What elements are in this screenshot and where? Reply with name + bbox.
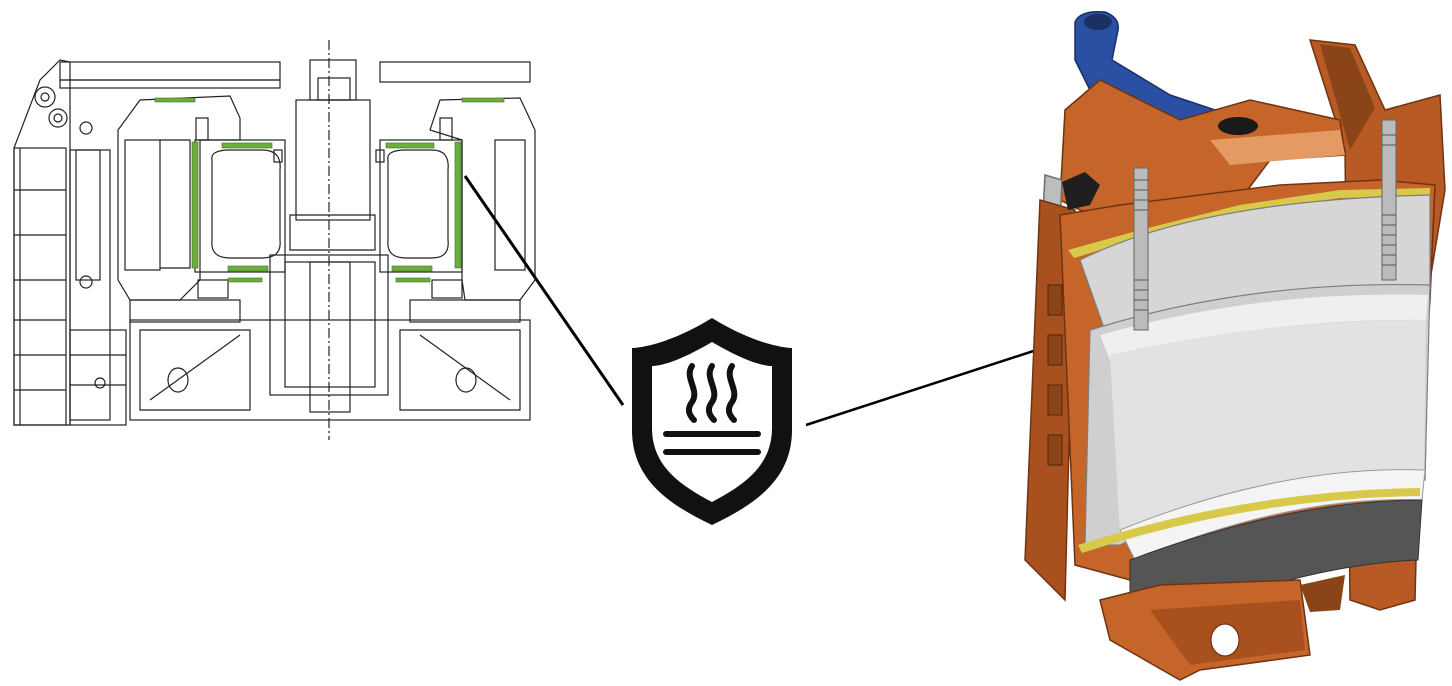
leader-line-left — [463, 175, 625, 406]
cross-section-drawing — [13, 40, 536, 440]
cutaway-render — [1024, 10, 1446, 681]
heat-shield-icon — [632, 318, 792, 525]
insulation-highlights — [154, 97, 505, 283]
leader-line-right — [805, 341, 1059, 427]
